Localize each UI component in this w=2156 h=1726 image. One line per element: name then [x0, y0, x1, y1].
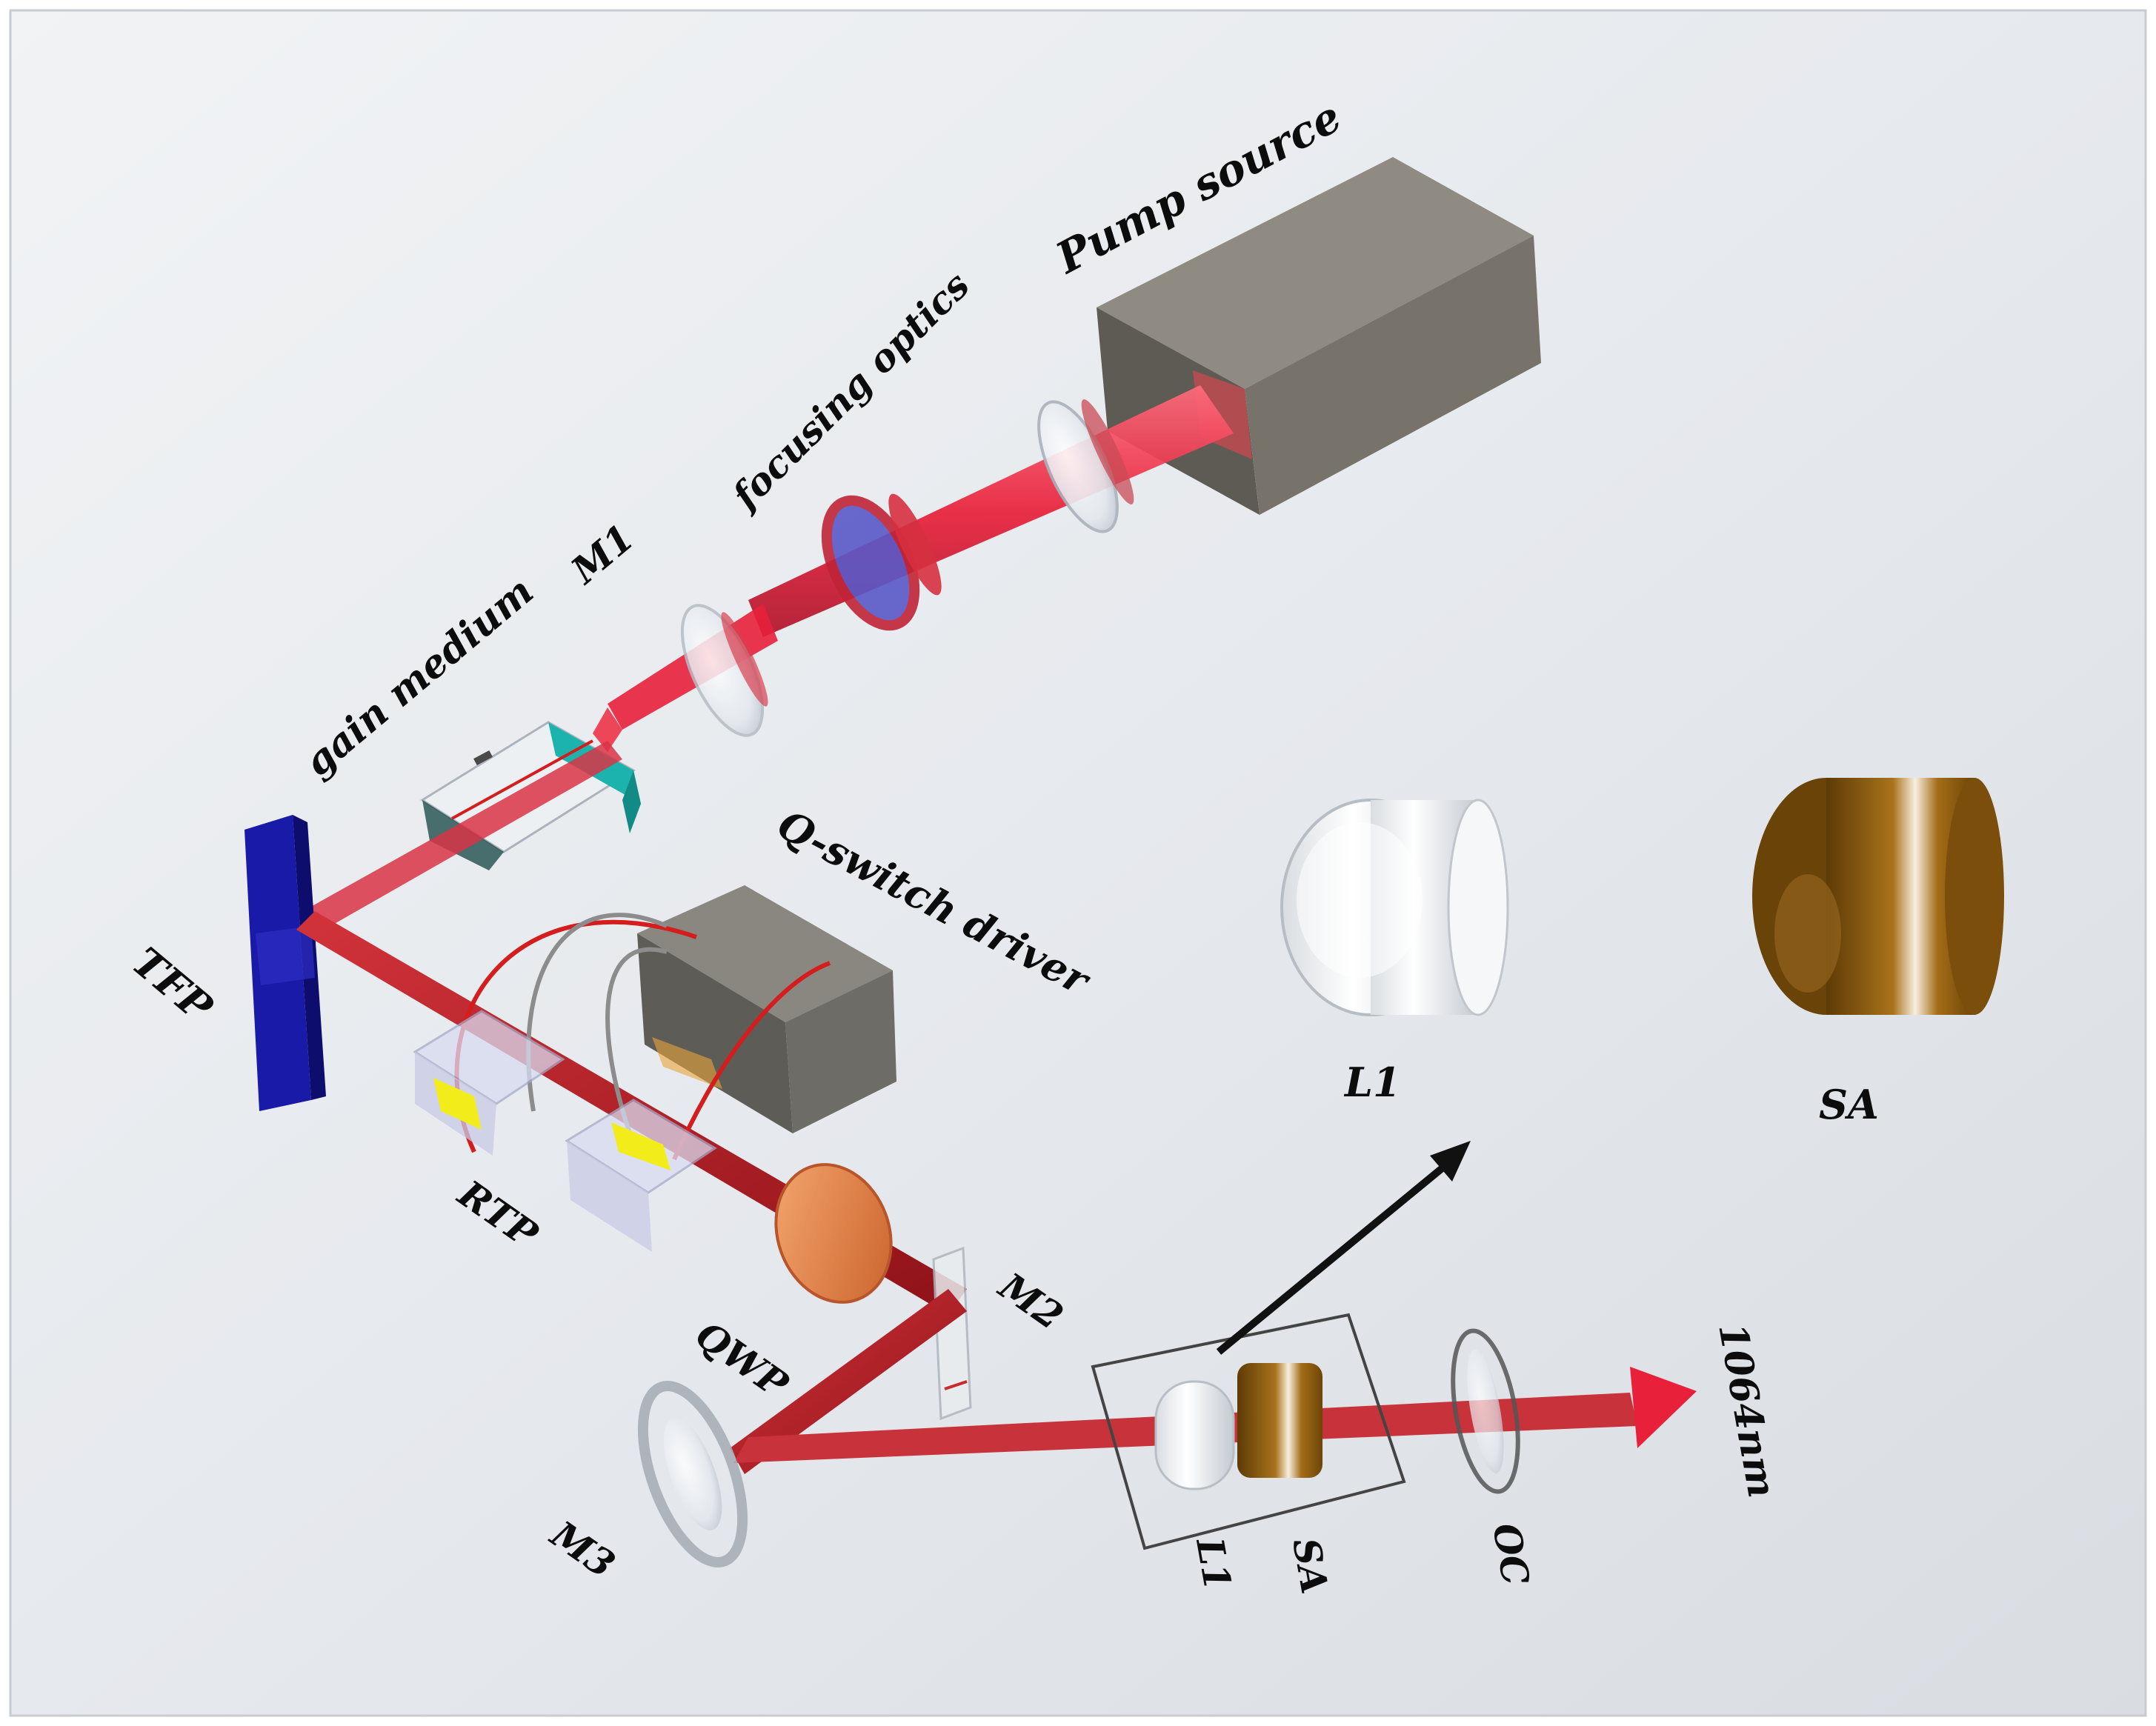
- label-oc: OC: [1484, 1520, 1538, 1589]
- label-sa-inset: SA: [1819, 1081, 1879, 1128]
- label-l1: L1: [1188, 1533, 1240, 1593]
- cavity-beam-upper: [296, 741, 622, 937]
- m1-mirror: [680, 604, 768, 737]
- l1-lens-large: [1280, 799, 1509, 1016]
- label-l1-inset: L1: [1343, 1059, 1401, 1106]
- focusing-lens-1: [1037, 399, 1134, 533]
- label-sa: SA: [1284, 1535, 1337, 1597]
- sa-assembly-frame: [1091, 1313, 1406, 1550]
- rtp-crystal-2: [565, 1099, 717, 1252]
- sa-crystal-small: [1237, 1363, 1322, 1478]
- rtp-crystal-1: [413, 1010, 565, 1156]
- focusing-lens-2: [821, 493, 942, 631]
- l1-lens-small: [1154, 1380, 1235, 1490]
- cavity-beam-m2-m3: [730, 1289, 967, 1474]
- q-switch-driver-box: [637, 885, 896, 1133]
- sa-crystal-large: [1752, 778, 2004, 1015]
- oc-mirror: [1451, 1328, 1520, 1494]
- m3-mirror: [637, 1381, 748, 1567]
- zoom-arrow: [1216, 1141, 1471, 1355]
- qwp-plate: [774, 1163, 893, 1304]
- tfp-plate: [244, 815, 326, 1111]
- m2-mirror: [932, 1246, 972, 1421]
